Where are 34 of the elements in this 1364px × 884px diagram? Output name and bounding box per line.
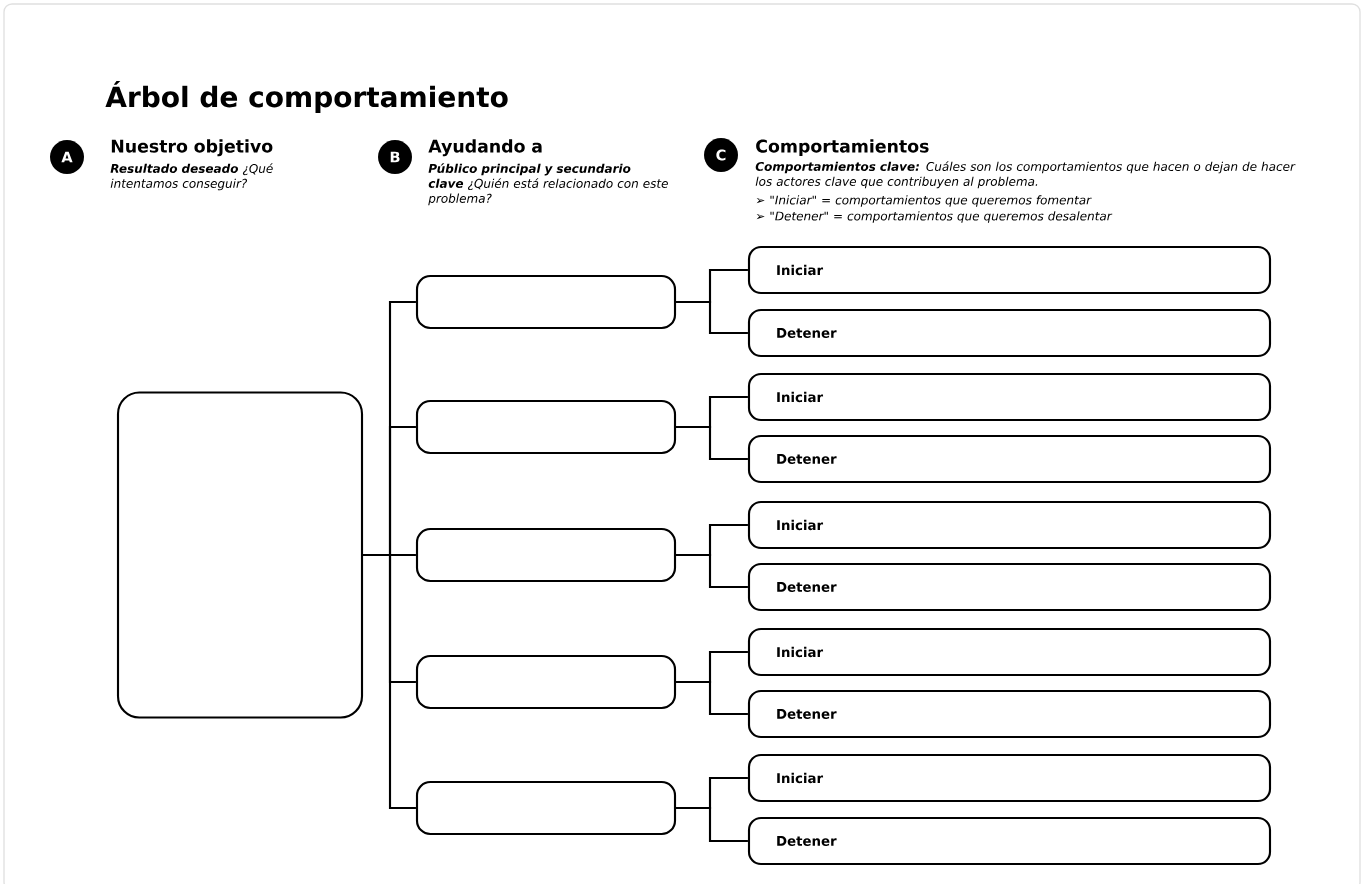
behavior-box: Iniciar [747,245,1272,295]
empty-box [415,274,677,330]
connector-line [676,300,748,335]
connector-line [363,553,416,810]
section-description: ➢ "Iniciar" = comportamientos que queremos fomentar [756,195,1092,207]
empty-box [116,391,364,719]
behavior-box: Iniciar [747,753,1272,803]
letter-badge: A [50,140,84,174]
empty-box [415,527,677,583]
section-description: Comportamientos clave: Cuáles son los comportamientos que hacen o dejan de hacer los actores clave que contribuyen al problema. [755,161,1296,189]
letter-badge: C [704,138,738,172]
empty-box [415,780,677,836]
section-description: ➢ "Detener" = comportamientos que queremos desalentar [756,211,1113,223]
empty-box [415,654,677,710]
behavior-box: Iniciar [747,372,1272,422]
section-description: Resultado deseado ¿Qué intentamos conseguir? [110,163,273,191]
behavior-box: Detener [747,434,1272,484]
behavior-box: Detener [747,816,1272,866]
section-description: Público principal y secundario clave ¿Quién está relacionado con este problema? [428,163,668,206]
section-heading: Ayudando a [428,139,542,157]
behavior-box: Detener [747,308,1272,358]
behavior-box: Detener [747,689,1272,739]
behavior-box: Iniciar [747,627,1272,677]
section-heading: Nuestro objetivo [111,139,273,157]
title: Árbol de comportamiento [105,81,508,113]
connector-line [676,553,748,589]
letter-badge: B [378,140,412,174]
behavior-box: Detener [747,562,1272,612]
connector-line [676,806,748,843]
empty-box [415,399,677,455]
section-heading: Comportamientos [756,139,929,156]
connector-line [676,680,748,716]
connector-line [676,425,748,461]
behavior-box: Iniciar [747,500,1272,550]
